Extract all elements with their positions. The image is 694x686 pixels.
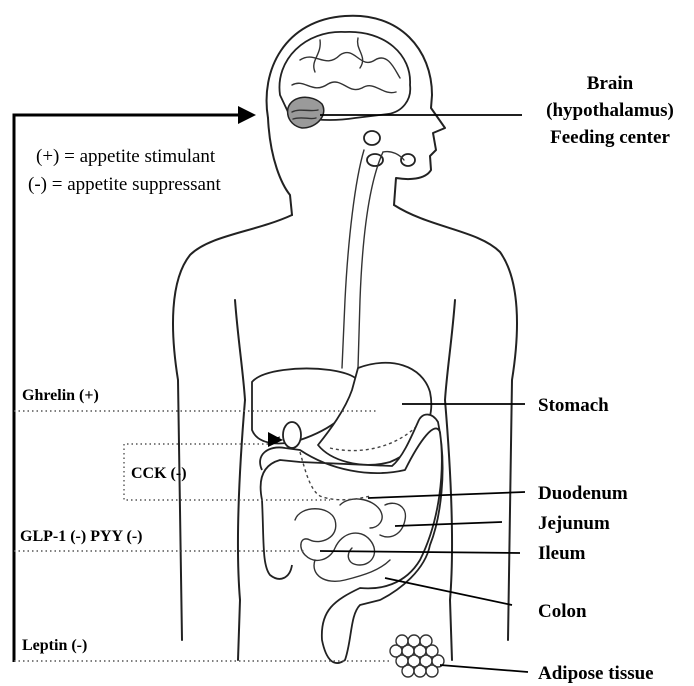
digestive-organs-illustration [252, 363, 443, 663]
leptin-label: Leptin (-) [22, 637, 87, 654]
colon-label: Colon [538, 601, 587, 622]
stomach-label: Stomach [538, 395, 609, 416]
ileum-label: Ileum [538, 543, 586, 564]
glp1-pyy-label: GLP-1 (-) PYY (-) [20, 528, 142, 545]
feeding-center-label: Feeding center [550, 127, 670, 148]
jejunum-label: Jejunum [538, 513, 610, 534]
hypothalamus-label: (hypothalamus) [546, 100, 674, 121]
legend-stimulant: (+) = appetite stimulant [36, 146, 216, 167]
duodenum-label: Duodenum [538, 483, 628, 504]
esophagus-illustration [342, 131, 415, 368]
brain-label: Brain [587, 73, 634, 94]
adipose-tissue-label: Adipose tissue [538, 663, 654, 684]
adipose-cells-illustration [390, 635, 444, 677]
legend-suppressant: (-) = appetite suppressant [28, 174, 221, 195]
cck-label: CCK (-) [131, 465, 187, 482]
brain-illustration [279, 32, 410, 128]
ghrelin-label: Ghrelin (+) [22, 387, 99, 404]
